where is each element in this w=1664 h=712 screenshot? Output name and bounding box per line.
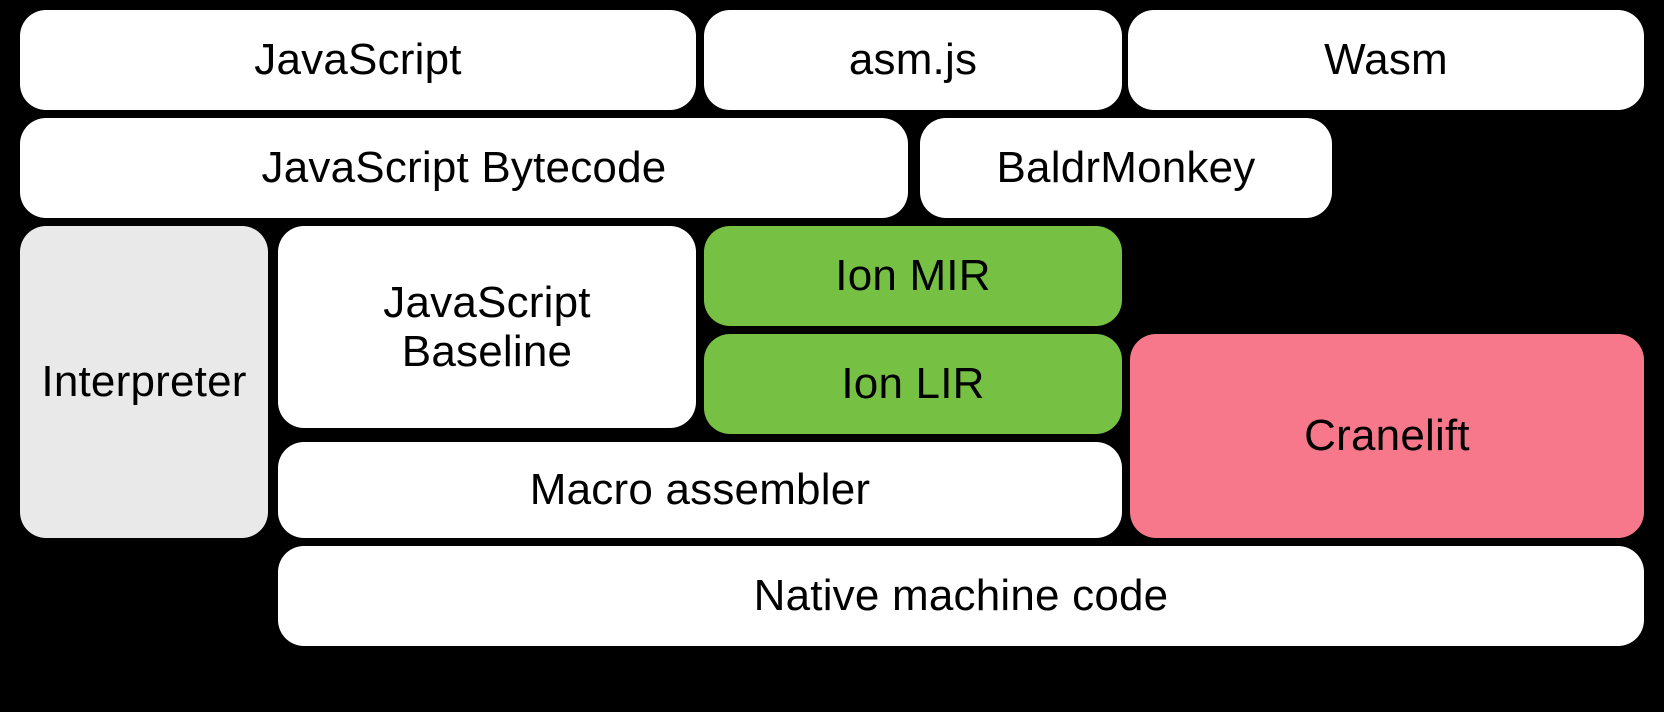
node-javascript-baseline: JavaScript Baseline: [278, 226, 696, 428]
node-native-machine-code: Native machine code: [278, 546, 1644, 646]
node-asm-js: asm.js: [704, 10, 1122, 110]
node-interpreter: Interpreter: [20, 226, 268, 538]
node-ion-mir: Ion MIR: [704, 226, 1122, 326]
node-baldrmonkey: BaldrMonkey: [920, 118, 1332, 218]
node-javascript-bytecode: JavaScript Bytecode: [20, 118, 908, 218]
node-ion-lir: Ion LIR: [704, 334, 1122, 434]
node-macro-assembler: Macro assembler: [278, 442, 1122, 538]
node-javascript: JavaScript: [20, 10, 696, 110]
node-cranelift: Cranelift: [1130, 334, 1644, 538]
node-wasm: Wasm: [1128, 10, 1644, 110]
